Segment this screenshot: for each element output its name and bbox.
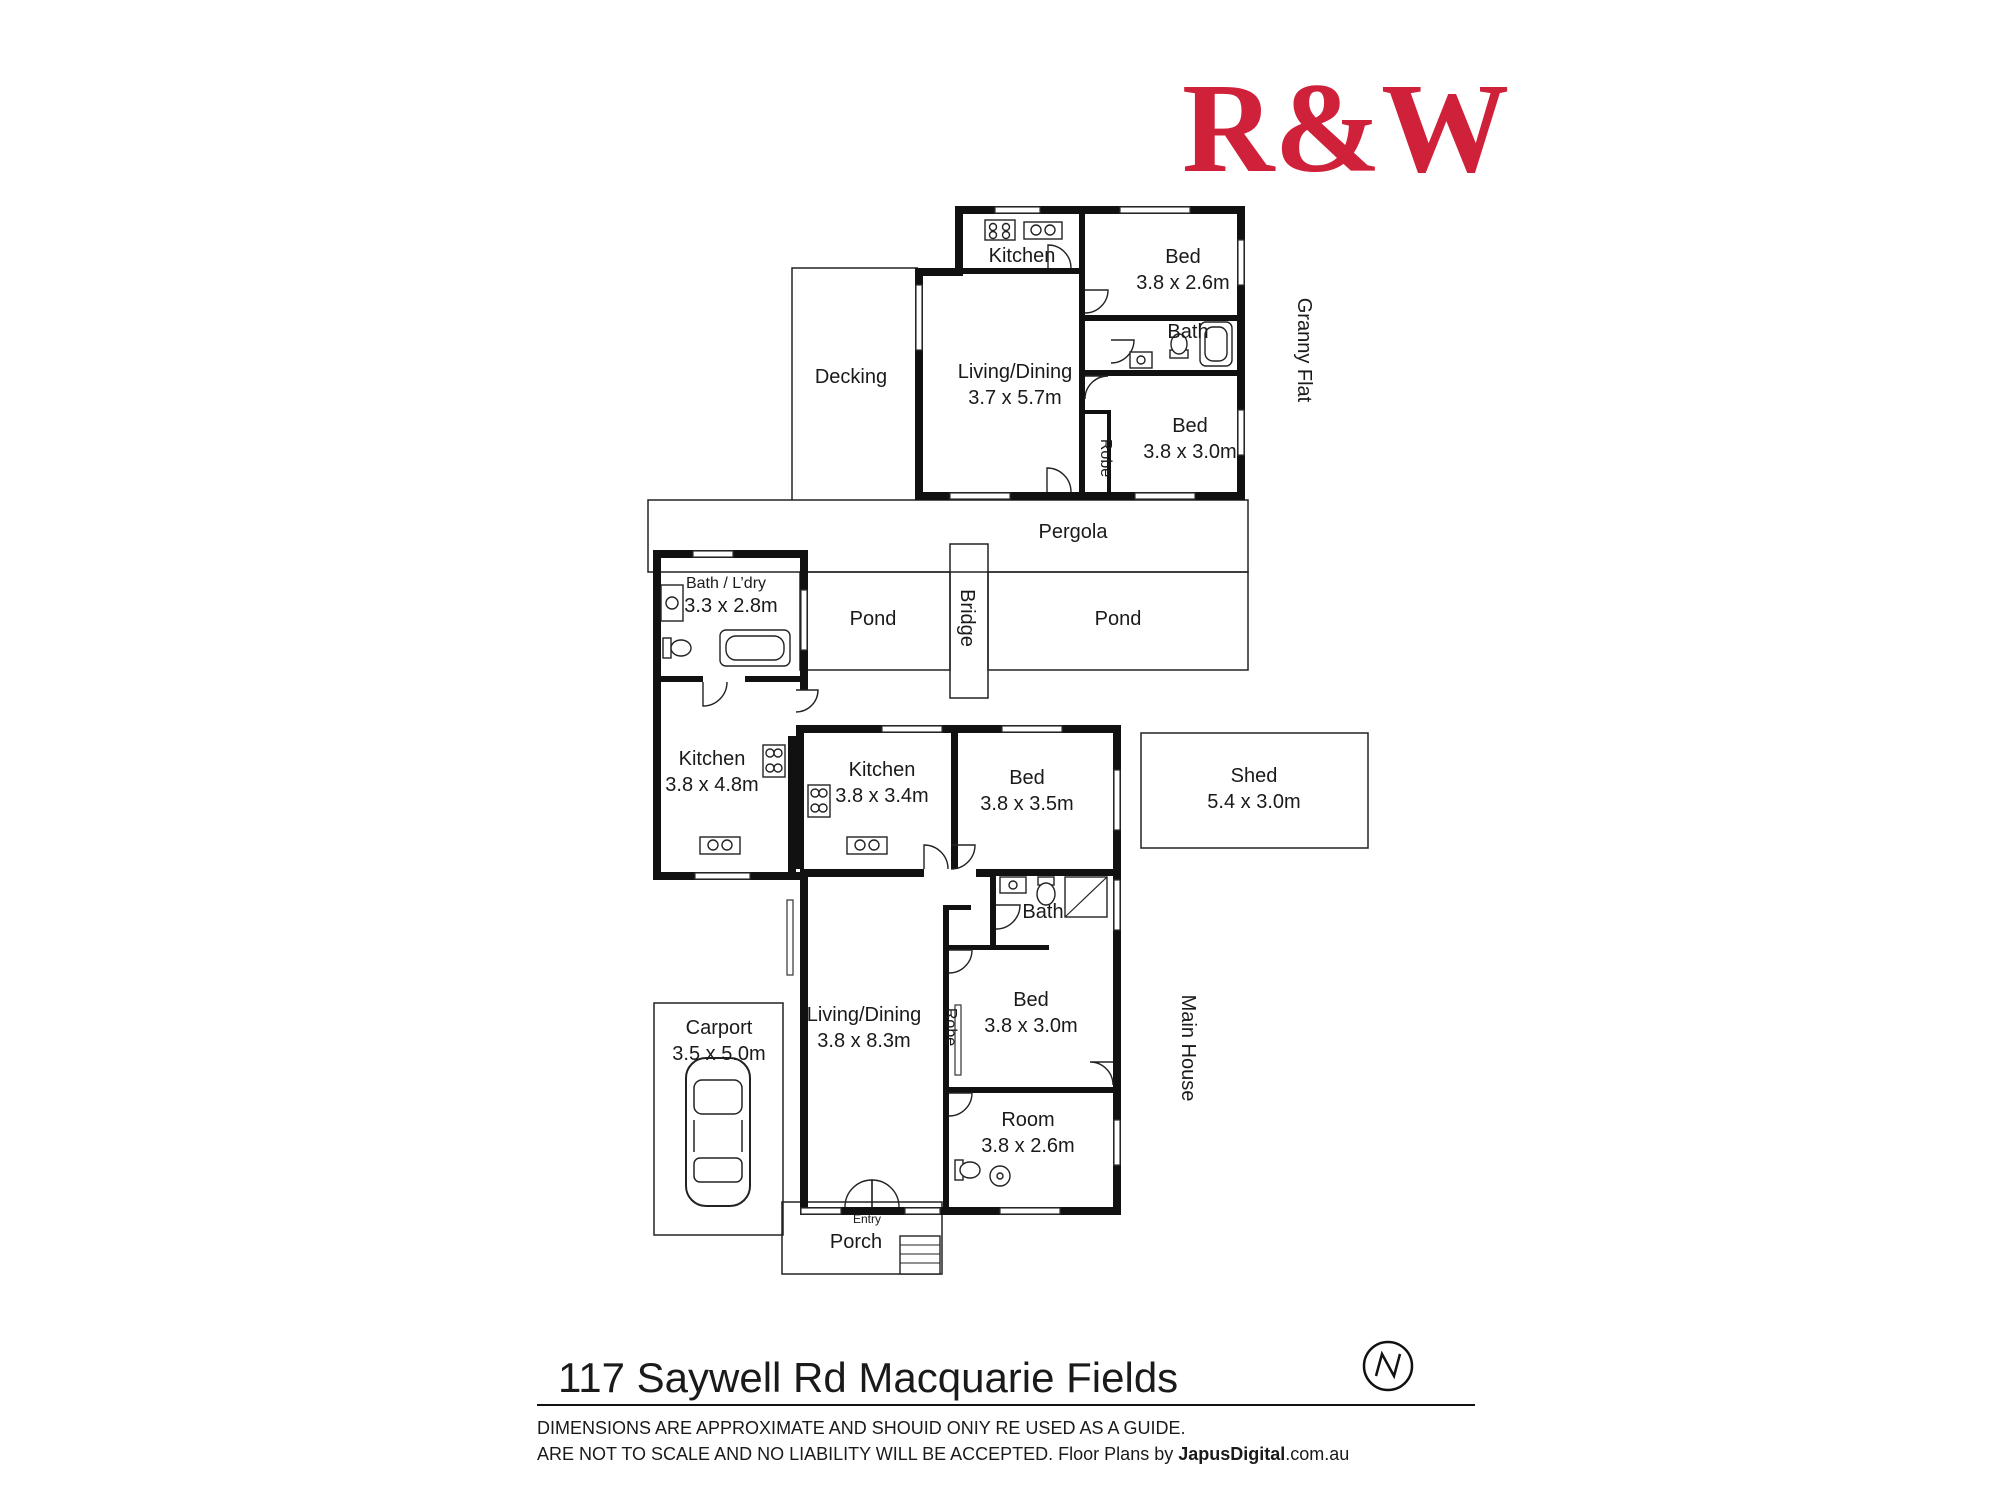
main-house-windows (692, 550, 1121, 1215)
kitchen-centre-size: 3.8 x 3.4m (835, 785, 928, 807)
brand-logo: R&W (1182, 57, 1509, 199)
bridge-area (949, 543, 989, 699)
car-icon (685, 1057, 751, 1207)
bath-laundry-name: Bath / L’dry (686, 575, 766, 592)
main-bath-label: Bath (1022, 901, 1063, 923)
kitchen-west-name: Kitchen (679, 748, 746, 770)
main-house-section-label: Main House (1177, 995, 1199, 1102)
pond-left-label: Pond (850, 608, 897, 630)
carport-area (653, 1002, 784, 1236)
basin-icon (999, 876, 1027, 894)
shed-name: Shed (1231, 765, 1278, 787)
granny-bed2-size: 3.8 x 3.0m (1143, 441, 1236, 463)
porch-label: Porch (830, 1231, 882, 1253)
entry-label: Entry (853, 1212, 881, 1226)
steps-icon (899, 1235, 941, 1275)
sink-icon (846, 836, 888, 855)
granny-living-size: 3.7 x 5.7m (968, 387, 1061, 409)
main-living-name: Living/Dining (807, 1004, 922, 1026)
granny-flat-fixtures (984, 219, 1233, 369)
bath-laundry-size: 3.3 x 2.8m (684, 595, 777, 617)
main-house-fixtures (660, 584, 1108, 1275)
japus-digital-brand: JapusDigital (1178, 1444, 1285, 1464)
room-name: Room (1001, 1109, 1054, 1131)
bathtub-icon (1199, 321, 1233, 367)
carport-size: 3.5 x 5.0m (672, 1043, 765, 1065)
pergola-area (647, 499, 1249, 573)
granny-kitchen-label: Kitchen (989, 245, 1056, 267)
disclaimer-line2-suffix: .com.au (1285, 1444, 1349, 1464)
room-size: 3.8 x 2.6m (981, 1135, 1074, 1157)
toilet-icon (1169, 333, 1189, 359)
stove-icon (762, 744, 786, 778)
pergola-label: Pergola (1039, 521, 1109, 543)
shower-icon (1064, 876, 1108, 918)
sink-icon (699, 836, 741, 855)
shed-size: 5.4 x 3.0m (1207, 791, 1300, 813)
granny-flat-section-label: Granny Flat (1293, 298, 1315, 403)
kitchen-centre-name: Kitchen (849, 759, 916, 781)
kitchen-west-size: 3.8 x 4.8m (665, 774, 758, 796)
porch-area (781, 1201, 943, 1275)
disclaimer-line2-prefix: ARE NOT TO SCALE AND NO LIABILITY WILL B… (537, 1444, 1178, 1464)
main-bed1-size: 3.8 x 3.5m (980, 793, 1073, 815)
toilet-icon (662, 637, 692, 659)
pond-right-label: Pond (1095, 608, 1142, 630)
bridge-label: Bridge (956, 589, 978, 647)
main-house-doors (702, 681, 1114, 1208)
granny-bath-label: Bath (1167, 321, 1208, 343)
bathtub-icon (719, 629, 791, 667)
shed-area (1140, 732, 1369, 849)
disclaimer-line1: DIMENSIONS ARE APPROXIMATE AND SHOUID ON… (537, 1418, 1186, 1438)
granny-bed1-name: Bed (1165, 246, 1201, 268)
decking-area (791, 267, 918, 500)
basin-icon (1129, 351, 1153, 369)
main-bed2-size: 3.8 x 3.0m (984, 1015, 1077, 1037)
granny-living-name: Living/Dining (958, 361, 1073, 383)
granny-flat-doors (1046, 244, 1135, 493)
stove-icon (984, 219, 1016, 241)
main-living-size: 3.8 x 8.3m (817, 1030, 910, 1052)
basin-icon (989, 1165, 1011, 1187)
compass-icon (1362, 1340, 1414, 1392)
address-title: 117 Saywell Rd Macquarie Fields (558, 1354, 1178, 1401)
disclaimer-line2: ARE NOT TO SCALE AND NO LIABILITY WILL B… (537, 1444, 1349, 1464)
main-robe-label: Robe (942, 1008, 959, 1046)
granny-bed1-size: 3.8 x 2.6m (1136, 272, 1229, 294)
decking-label: Decking (815, 366, 887, 388)
granny-robe-label: Robe (1097, 439, 1114, 477)
toilet-icon (954, 1159, 981, 1181)
granny-flat-walls (915, 206, 1245, 500)
carport-name: Carport (686, 1017, 753, 1039)
address-divider (537, 1404, 1475, 1406)
granny-flat-windows (915, 206, 1245, 500)
granny-bed2-name: Bed (1172, 415, 1208, 437)
stove-icon (807, 784, 831, 818)
main-bed2-name: Bed (1013, 989, 1049, 1011)
basin-icon (660, 584, 684, 622)
main-bed1-name: Bed (1009, 767, 1045, 789)
toilet-icon (1036, 876, 1056, 906)
sink-icon (1023, 221, 1063, 240)
